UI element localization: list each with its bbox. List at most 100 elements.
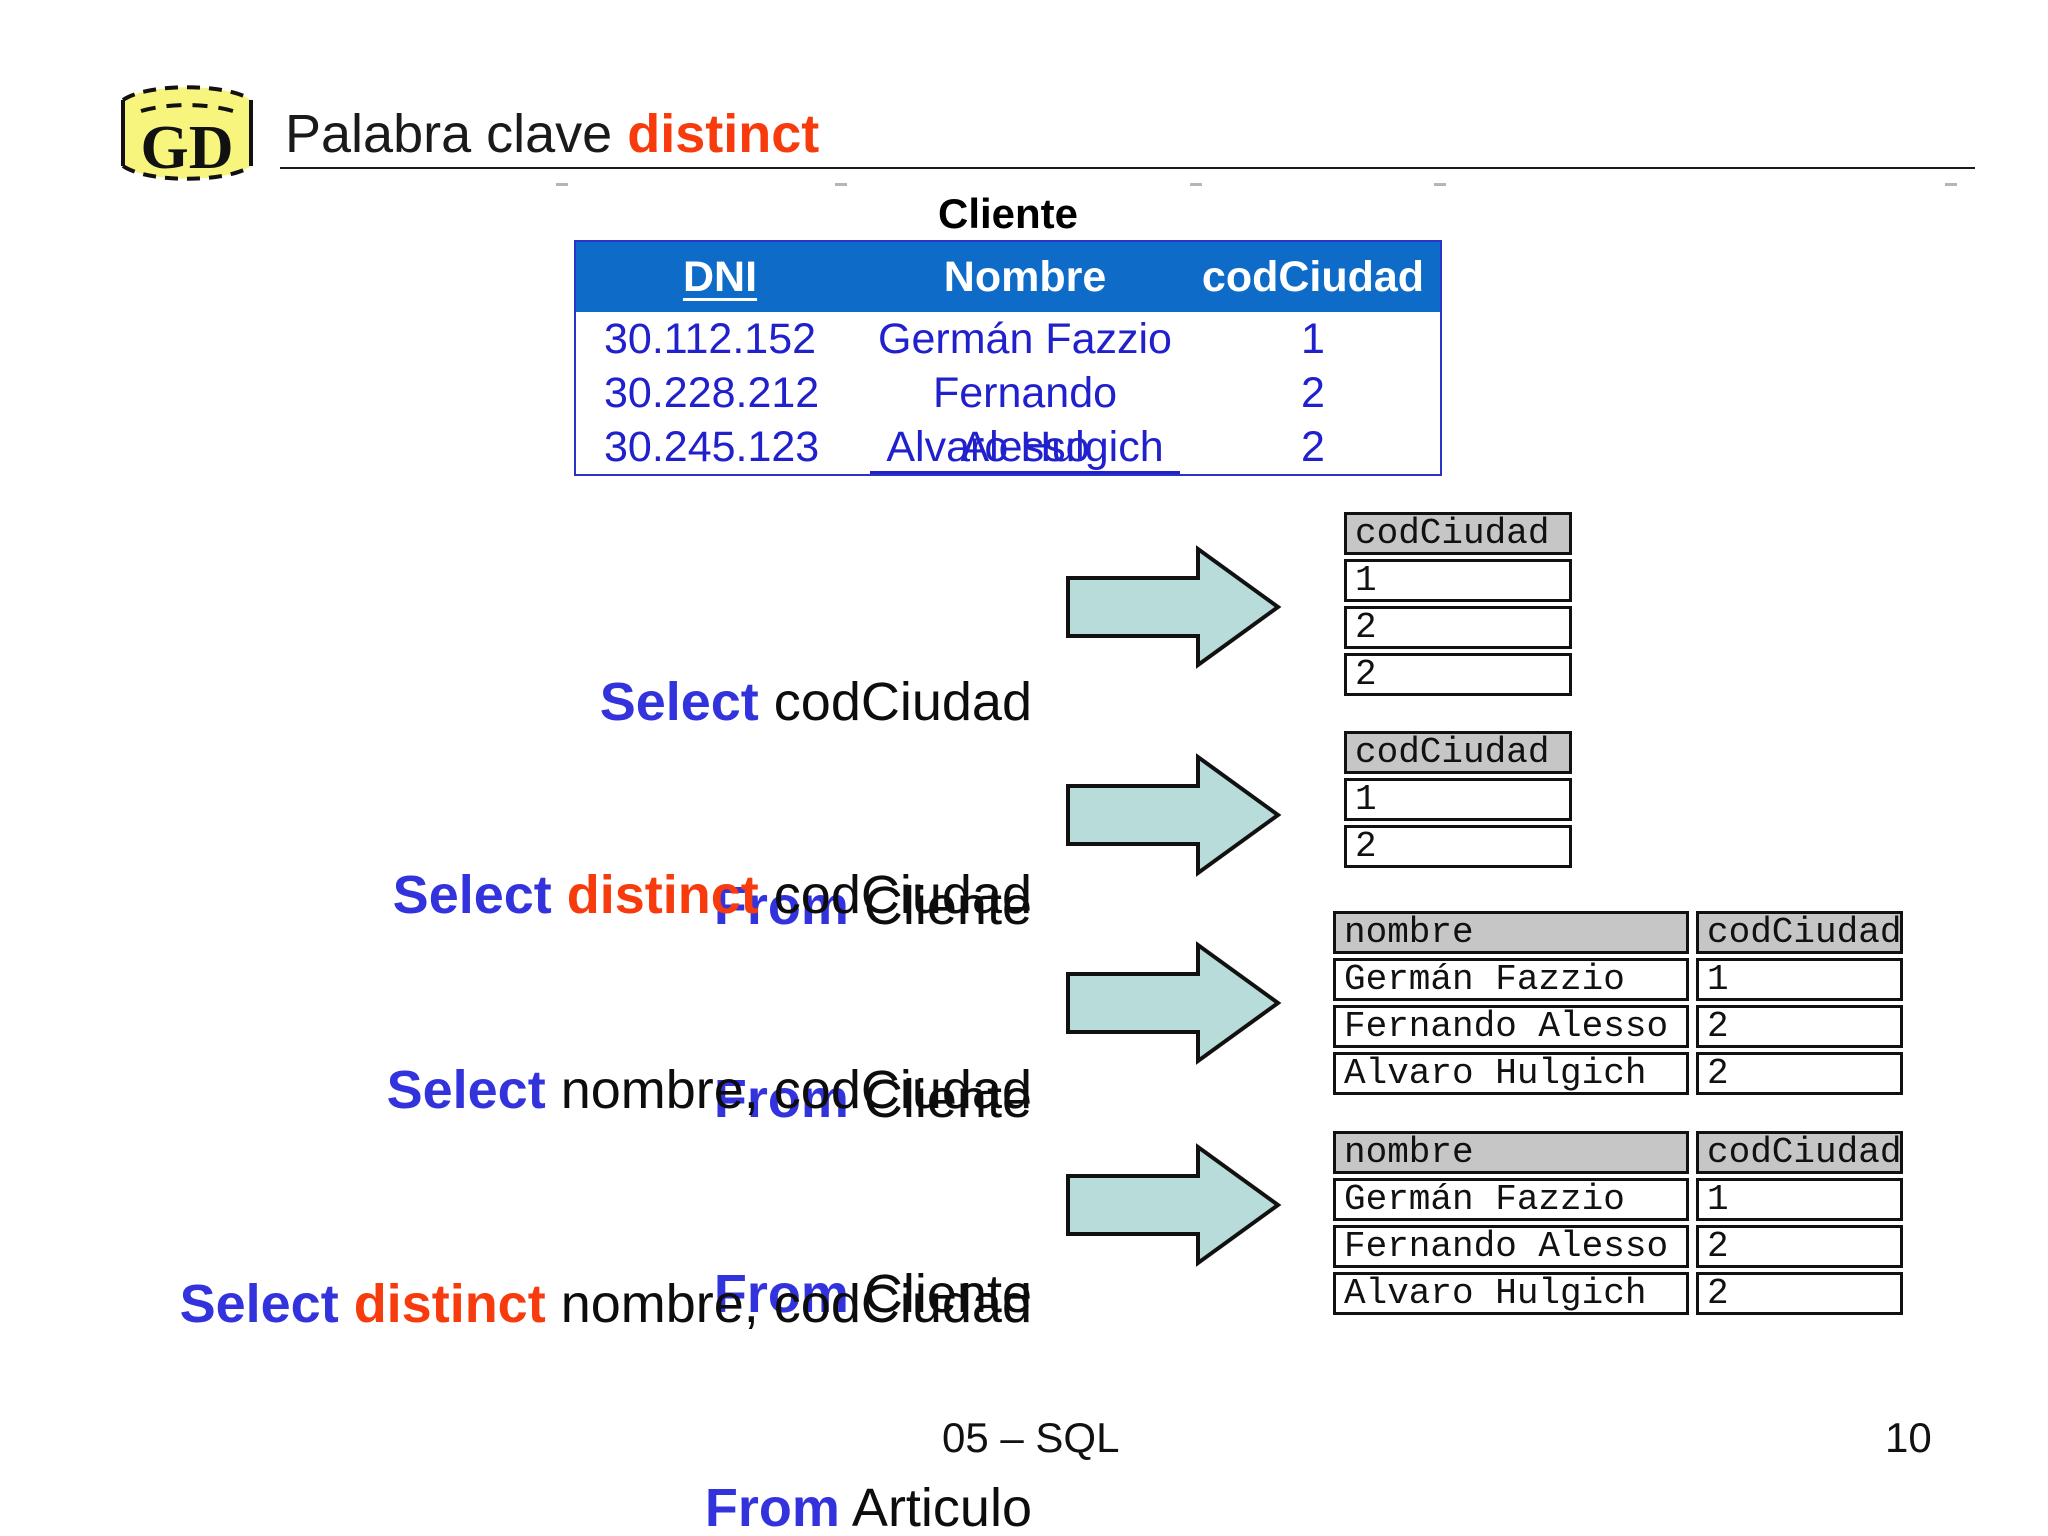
- sql-query-3: Select nombre, codCiudad From Cliente: [387, 920, 1032, 1464]
- sql-line: From Cliente: [393, 1065, 1032, 1133]
- table-cell: Alvaro Hulgich: [864, 420, 1186, 474]
- arrow-right-icon: [1066, 545, 1282, 669]
- table-cell: 1: [1301, 315, 1325, 363]
- sql-table-name: Articulo: [839, 1478, 1032, 1536]
- table-row: 30.245.123 Alvaro Hulgich 2: [576, 420, 1440, 474]
- arrow-right-icon: [1066, 941, 1282, 1065]
- result-column-header: nombre: [1333, 1131, 1689, 1174]
- tick-mark: [1945, 183, 1957, 186]
- result-cell: 1: [1344, 778, 1572, 821]
- sql-line: From Articulo: [180, 1474, 1032, 1536]
- result-column: nombre Germán Fazzio Fernando Alesso Alv…: [1333, 911, 1689, 1095]
- result-cell: 2: [1696, 1225, 1903, 1268]
- result-cell: 2: [1696, 1005, 1903, 1048]
- sql-keyword-select: Select: [392, 865, 552, 925]
- result-column: codCiudad 1 2 2: [1696, 1131, 1903, 1315]
- result-column: nombre Germán Fazzio Fernando Alesso Alv…: [1333, 1131, 1689, 1315]
- sql-query-1: Select codCiudad From Cliente: [600, 532, 1032, 1076]
- result-column-header: codCiudad: [1344, 731, 1572, 774]
- result-cell: Alvaro Hulgich: [1333, 1052, 1689, 1095]
- result-cell: Germán Fazzio: [1333, 1178, 1689, 1221]
- table-cell: 30.112.152: [604, 315, 817, 363]
- table-cell: 2: [1301, 423, 1325, 471]
- sql-table-name: Cliente: [848, 1264, 1032, 1324]
- column-header-nombre: Nombre: [943, 253, 1107, 301]
- table-cell: 30.245.123: [604, 423, 820, 471]
- table-cell: Fernando Alesso: [932, 369, 1118, 471]
- tick-mark: [556, 183, 568, 186]
- result-column-header: nombre: [1333, 911, 1689, 954]
- tick-mark: [1434, 183, 1446, 186]
- result-column-header: codCiudad: [1344, 512, 1572, 555]
- result-table-3: nombre Germán Fazzio Fernando Alesso Alv…: [1333, 911, 1903, 1095]
- sql-query-4: Select distinct nombre, codCiudad From A…: [180, 1134, 1032, 1536]
- table-cell: 2: [1301, 369, 1325, 417]
- footer-slide-label: 05 – SQL: [942, 1414, 1120, 1461]
- result-column: codCiudad 1 2: [1344, 731, 1572, 868]
- result-cell: Germán Fazzio: [1333, 958, 1689, 1001]
- table-cell: Germán Fazzio: [878, 315, 1172, 363]
- result-cell: 2: [1344, 606, 1572, 649]
- result-cell: Fernando Alesso: [1333, 1225, 1689, 1268]
- column-header-codciudad: codCiudad: [1201, 253, 1425, 301]
- column-header-dni: DNI: [682, 253, 758, 301]
- sql-columns: codCiudad: [758, 672, 1032, 732]
- sql-keyword-distinct: distinct: [551, 865, 759, 925]
- result-cell: 1: [1696, 958, 1903, 1001]
- tick-mark: [835, 183, 847, 186]
- result-table-1: codCiudad 1 2 2: [1344, 512, 1572, 696]
- logo-text: GD: [141, 114, 234, 182]
- sql-columns: nombre, codCiudad: [545, 1274, 1032, 1334]
- result-cell: Alvaro Hulgich: [1333, 1272, 1689, 1315]
- arrow-right-icon: [1066, 1143, 1282, 1267]
- sql-line: From Cliente: [600, 872, 1032, 940]
- table-row: 30.228.212 Fernando Alesso 2: [576, 366, 1440, 471]
- sql-line: Select distinct nombre, codCiudad: [180, 1270, 1032, 1338]
- result-cell: 2: [1696, 1272, 1903, 1315]
- sql-query-2: Select distinct codCiudad From Cliente: [393, 725, 1032, 1269]
- result-cell: 1: [1344, 559, 1572, 602]
- result-column: codCiudad 1 2 2: [1696, 911, 1903, 1095]
- result-column-header: codCiudad: [1696, 1131, 1903, 1174]
- sql-table-name: Cliente: [848, 1069, 1032, 1129]
- table-caption: Cliente: [937, 190, 1079, 237]
- sql-keyword-distinct: distinct: [338, 1274, 546, 1334]
- sql-line: Select distinct codCiudad: [393, 861, 1032, 929]
- tick-mark: [1190, 183, 1202, 186]
- table-cell: 30.228.212: [604, 369, 820, 417]
- cliente-table: DNI Nombre codCiudad 30.112.152 Germán F…: [574, 240, 1442, 476]
- footer-page-number: 10: [1885, 1414, 1932, 1461]
- table-row: 30.112.152 Germán Fazzio 1: [576, 312, 1440, 366]
- title-prefix: Palabra clave: [285, 104, 628, 164]
- result-cell: 2: [1696, 1052, 1903, 1095]
- table-cell-underlined: Alvaro Hulgich: [870, 423, 1180, 474]
- result-cell: Fernando Alesso: [1333, 1005, 1689, 1048]
- sql-keyword-from: From: [713, 1264, 849, 1324]
- gd-logo-icon: GD: [121, 85, 253, 182]
- sql-keyword-select: Select: [599, 672, 759, 732]
- result-cell: 2: [1344, 653, 1572, 696]
- result-column-header: codCiudad: [1696, 911, 1903, 954]
- sql-line: Select nombre, codCiudad: [387, 1056, 1032, 1124]
- sql-keyword-from: From: [713, 1069, 849, 1129]
- sql-line: From Cliente: [387, 1260, 1032, 1328]
- sql-columns: nombre, codCiudad: [545, 1060, 1032, 1120]
- sql-keyword-from: From: [713, 876, 849, 936]
- sql-keyword-select: Select: [179, 1274, 339, 1334]
- sql-line: Select codCiudad: [600, 668, 1032, 736]
- sql-keyword-from: From: [704, 1478, 840, 1536]
- sql-keyword-select: Select: [386, 1060, 546, 1120]
- cliente-header-row: DNI Nombre codCiudad: [576, 242, 1440, 312]
- logo-cylinder-body: [123, 87, 251, 179]
- title-underline: [280, 167, 1975, 169]
- result-table-4: nombre Germán Fazzio Fernando Alesso Alv…: [1333, 1131, 1903, 1315]
- result-cell: 2: [1344, 825, 1572, 868]
- sql-table-name: Cliente: [848, 876, 1032, 936]
- result-column: codCiudad 1 2 2: [1344, 512, 1572, 696]
- result-cell: 1: [1696, 1178, 1903, 1221]
- arrow-right-icon: [1066, 753, 1282, 877]
- title-keyword: distinct: [627, 104, 820, 164]
- page-title: Palabra clave distinct: [285, 100, 819, 168]
- sql-columns: codCiudad: [758, 865, 1032, 925]
